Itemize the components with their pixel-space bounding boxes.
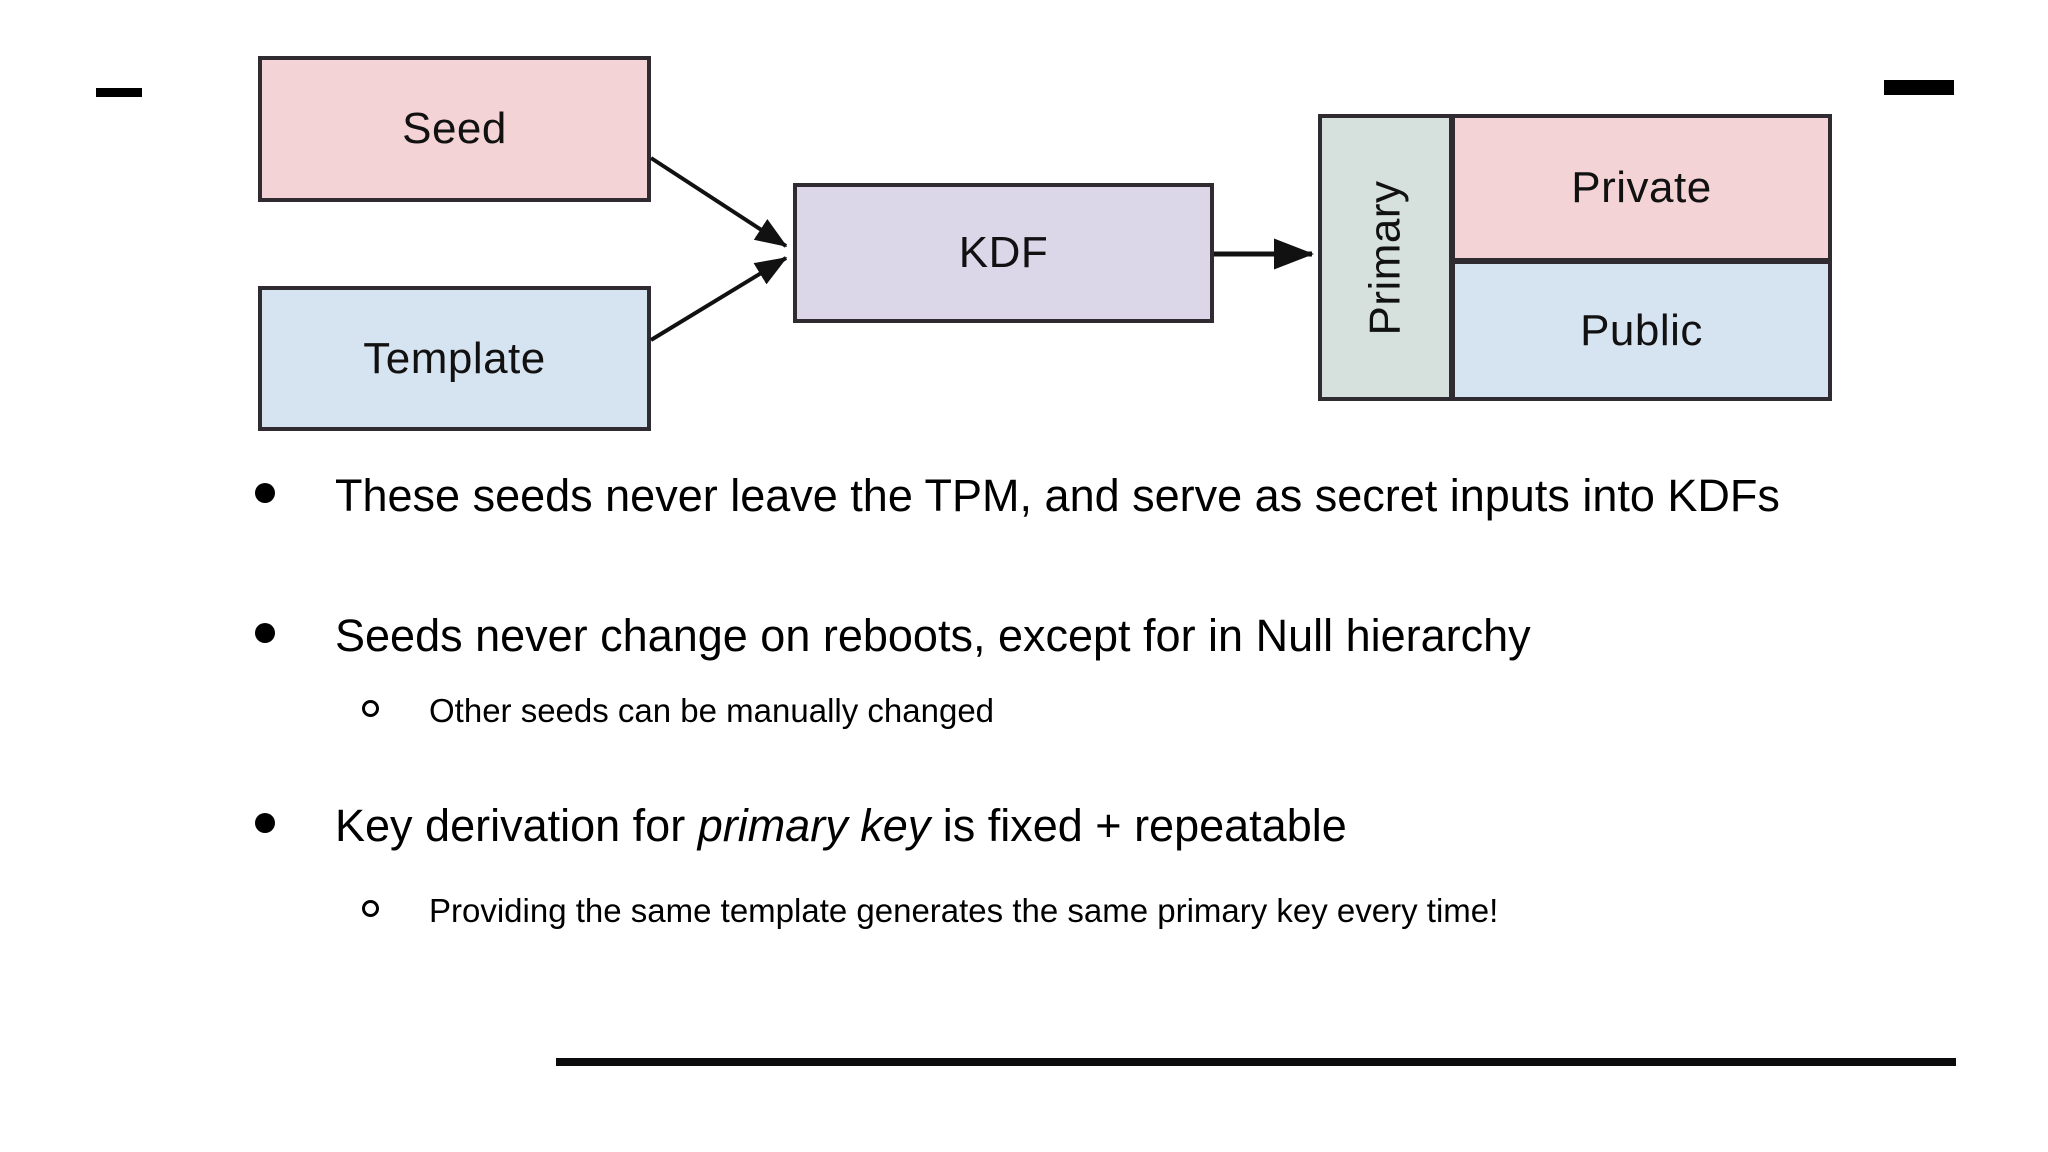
bullet-text-part: Key derivation for [335, 800, 698, 851]
diagram-group-primary-key: Primary Private Public [1318, 114, 1832, 401]
bullet-text-part: is fixed + repeatable [930, 800, 1347, 851]
bullet-text-part-italic: primary key [697, 800, 931, 851]
diagram-node-kdf: KDF [793, 183, 1214, 323]
bullet-circle-icon [362, 700, 379, 717]
diagram-node-public: Public [1451, 260, 1832, 401]
diagram-node-kdf-label: KDF [958, 228, 1049, 277]
bullet-disc-icon [255, 483, 275, 503]
sub-bullet-item: Other seeds can be manually changed [362, 692, 994, 730]
diagram-node-template: Template [258, 286, 651, 431]
flow-diagram: Seed Template KDF Primary Private Public [0, 0, 2048, 440]
diagram-node-primary-label: Primary [1360, 179, 1410, 336]
diagram-node-seed: Seed [258, 56, 651, 202]
bullet-text: These seeds never leave the TPM, and ser… [335, 470, 1780, 521]
bullet-text: Seeds never change on reboots, except fo… [335, 610, 1531, 661]
diagram-node-private-label: Private [1571, 163, 1712, 212]
bullet-circle-icon [362, 900, 379, 917]
arrow-seed-to-kdf [649, 156, 788, 248]
diagram-node-primary: Primary [1318, 114, 1453, 401]
diagram-node-private: Private [1451, 114, 1832, 262]
diagram-node-seed-label: Seed [402, 104, 507, 153]
diagram-node-template-label: Template [363, 333, 546, 383]
bullet-item: Seeds never change on reboots, except fo… [255, 610, 1531, 662]
diagram-node-public-label: Public [1580, 305, 1703, 355]
bullet-item: Key derivation for primary key is fixed … [255, 800, 1347, 852]
horizontal-rule [556, 1058, 1956, 1066]
dash-right-mark [1884, 80, 1954, 95]
bullet-disc-icon [255, 813, 275, 833]
sub-bullet-text: Providing the same template generates th… [429, 892, 1499, 929]
dash-left-mark [96, 88, 142, 97]
sub-bullet-text: Other seeds can be manually changed [429, 692, 995, 729]
bullet-text: Key derivation for primary key is fixed … [335, 800, 1347, 852]
bullet-disc-icon [255, 623, 275, 643]
sub-bullet-item: Providing the same template generates th… [362, 892, 1498, 930]
bullet-item: These seeds never leave the TPM, and ser… [255, 470, 1780, 522]
arrow-template-to-kdf [649, 256, 788, 342]
